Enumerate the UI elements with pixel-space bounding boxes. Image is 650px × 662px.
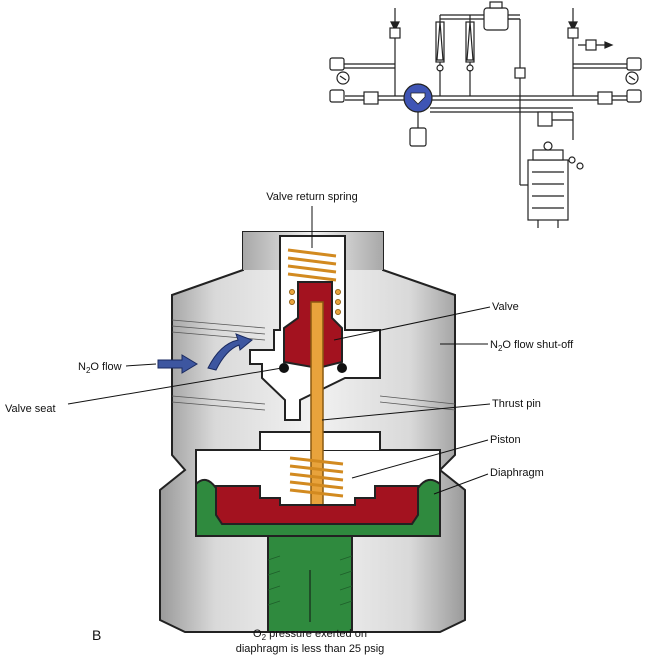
- figure-letter: B: [92, 627, 101, 643]
- label-o2-pressure-line2: diaphragm is less than 25 psig: [236, 643, 385, 655]
- valve-return-spring: [287, 248, 341, 315]
- valve-seat-left: [279, 363, 289, 373]
- label-thrust-pin: Thrust pin: [492, 398, 541, 410]
- piston-spring: [289, 456, 344, 498]
- valve-seat-right: [337, 363, 347, 373]
- flow-arrow-straight: [157, 354, 198, 374]
- label-valve: Valve: [492, 301, 519, 313]
- diaphragm: [195, 478, 441, 537]
- label-n2o-flow-shutoff: N2O flow shut-off: [490, 339, 574, 353]
- label-o2-pressure-line1: O2 pressure exerted on: [253, 628, 367, 642]
- label-n2o-flow: N2O flow: [78, 361, 122, 375]
- label-piston: Piston: [490, 434, 521, 446]
- label-diaphragm: Diaphragm: [490, 467, 544, 479]
- leader-lines: [67, 206, 491, 622]
- label-valve-return-spring: Valve return spring: [266, 191, 358, 203]
- flow-arrow-curved: [207, 333, 253, 371]
- machine-schematic-inset: [329, 1, 642, 228]
- n2o-flow-arrows: [157, 333, 253, 374]
- label-valve-seat: Valve seat: [5, 403, 56, 415]
